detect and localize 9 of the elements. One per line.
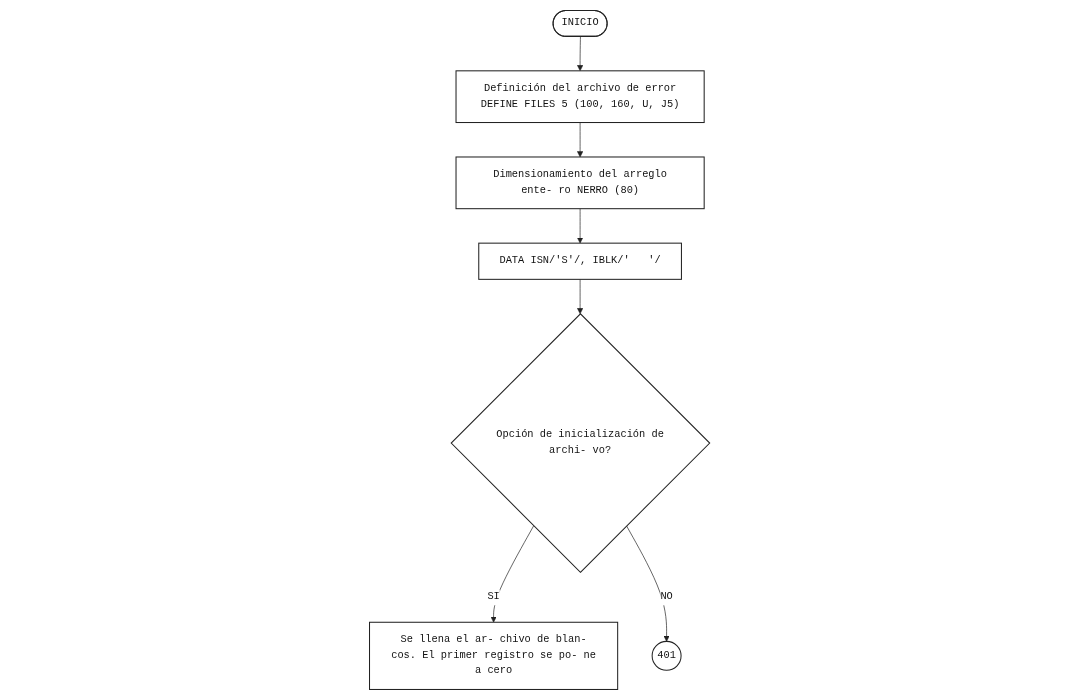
node-box (455, 70, 705, 124)
node-box (368, 621, 619, 690)
node-circle (651, 640, 682, 671)
node-diamond (450, 313, 711, 573)
flowchart-drawing: SI NO INICIO Definición del archivo de error DEFINE FILES 5 (100, 160, U, J5) Dimensionamiento del arreglo ente- ro NERRO (80) DATA ISN/'S'/, IBLK/' '/ Opción de inicialización de archi- vo? Se llena el ar- chivo de blan- cos. El primer registro se po- ne a cero 401 (363, 5, 716, 695)
edge-label: NO (660, 590, 673, 603)
edge-label: SI (487, 590, 500, 603)
node-box (478, 242, 682, 280)
node-box (455, 156, 705, 210)
